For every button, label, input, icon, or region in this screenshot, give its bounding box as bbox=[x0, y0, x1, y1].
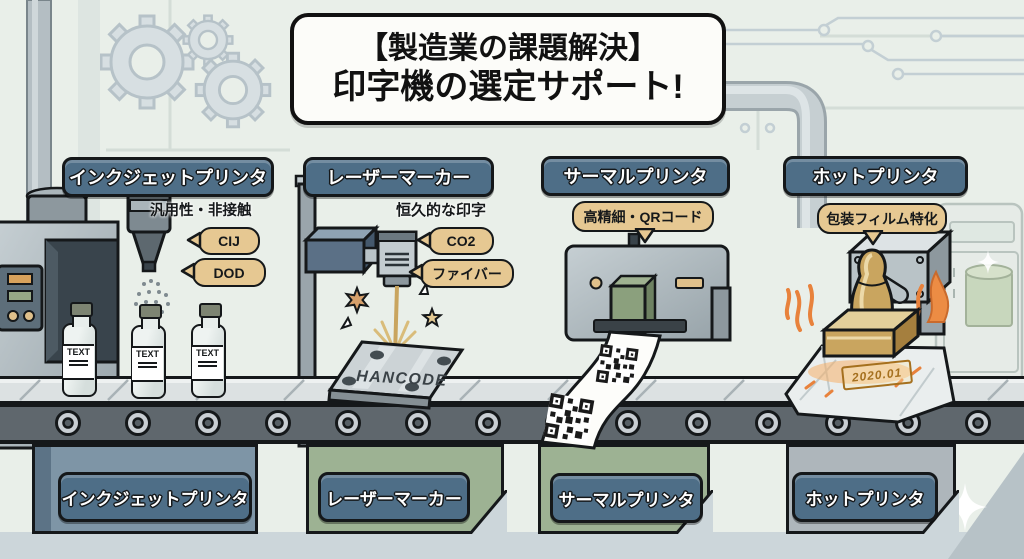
spark-tick-icon bbox=[804, 366, 922, 398]
feature-laser: 恒久的な印字 bbox=[396, 202, 487, 219]
flame-icon bbox=[926, 269, 950, 323]
feature-inkjet: 汎用性・非接触 bbox=[150, 203, 252, 219]
badge-inkjet: インクジェットプリンタ bbox=[62, 157, 274, 197]
bottom-label-laser: レーザーマーカー bbox=[318, 472, 470, 522]
bottle-label-text: TEXT bbox=[195, 348, 219, 358]
base-corner-cut bbox=[470, 490, 507, 534]
bubble-tail bbox=[862, 230, 884, 246]
badge-laser: レーザーマーカー bbox=[303, 157, 494, 197]
bottle: TEXT bbox=[191, 303, 227, 399]
flame-icon bbox=[784, 284, 814, 332]
bottle-label: TEXT bbox=[63, 344, 94, 380]
bottle: TEXT bbox=[131, 304, 167, 400]
tag-tail bbox=[186, 231, 202, 249]
circuit-pattern bbox=[700, 16, 1024, 134]
qr-paper bbox=[540, 330, 662, 450]
badge-thermal: サーマルプリンタ bbox=[541, 156, 730, 196]
engraved-plate: HANCODE bbox=[327, 340, 465, 410]
speech-bubble-hot: 包装フィルム特化 bbox=[817, 203, 947, 234]
star-icon bbox=[344, 285, 370, 315]
title-line-2: 印字機の選定サポート! bbox=[332, 68, 684, 107]
right-pipe bbox=[714, 81, 827, 228]
tag-co2: CO2 bbox=[428, 227, 494, 255]
tag-cij: CIJ bbox=[198, 227, 260, 255]
tag-fiber: ファイバー bbox=[420, 259, 514, 288]
qr-code-icon bbox=[595, 344, 639, 387]
heat-glow bbox=[808, 360, 912, 384]
bottle-label-text: TEXT bbox=[135, 349, 159, 359]
spark-tick-icon bbox=[339, 315, 353, 330]
tag-tail bbox=[408, 263, 424, 281]
gear-icon bbox=[99, 14, 272, 129]
badge-hot: ホットプリンタ bbox=[783, 156, 968, 196]
tag-tail bbox=[180, 262, 196, 280]
floor bbox=[0, 532, 1024, 559]
bottle-cap bbox=[199, 303, 222, 318]
bottle-body: TEXT bbox=[191, 324, 226, 398]
bottom-label-thermal: サーマルプリンタ bbox=[550, 473, 703, 523]
bottle-cap bbox=[139, 304, 162, 319]
star-icon bbox=[420, 306, 444, 328]
bottle-label: TEXT bbox=[192, 345, 223, 381]
laser-engraved-text: HANCODE bbox=[356, 368, 448, 390]
title-line-1: 【製造業の課題解決】 bbox=[358, 31, 658, 65]
bottle-body: TEXT bbox=[131, 325, 166, 399]
bottom-label-hot: ホットプリンタ bbox=[792, 472, 938, 522]
bottle: TEXT bbox=[62, 302, 98, 398]
bottom-label-inkjet: インクジェットプリンタ bbox=[58, 472, 252, 522]
laser-marker-machine: HANCODE bbox=[302, 224, 465, 410]
base-corner-cut bbox=[922, 490, 959, 534]
bottle-body: TEXT bbox=[62, 323, 97, 397]
bottle-label-text: TEXT bbox=[66, 347, 90, 357]
control-panel bbox=[0, 264, 44, 332]
bubble-tail bbox=[634, 228, 656, 244]
bottle-cap bbox=[70, 302, 93, 317]
tag-tail bbox=[416, 231, 432, 249]
sparkle-icon bbox=[943, 483, 987, 531]
qr-code-icon bbox=[543, 393, 595, 444]
hot-stamp-machine bbox=[784, 228, 956, 424]
tag-dod: DOD bbox=[192, 258, 266, 287]
title-banner: 【製造業の課題解決】 印字機の選定サポート! bbox=[290, 13, 726, 125]
sparkle-icon bbox=[977, 250, 999, 274]
floor-shadow bbox=[948, 452, 1024, 559]
bottle-label: TEXT bbox=[132, 346, 163, 382]
stamp-handle bbox=[850, 248, 894, 320]
stamp-base bbox=[819, 306, 923, 360]
